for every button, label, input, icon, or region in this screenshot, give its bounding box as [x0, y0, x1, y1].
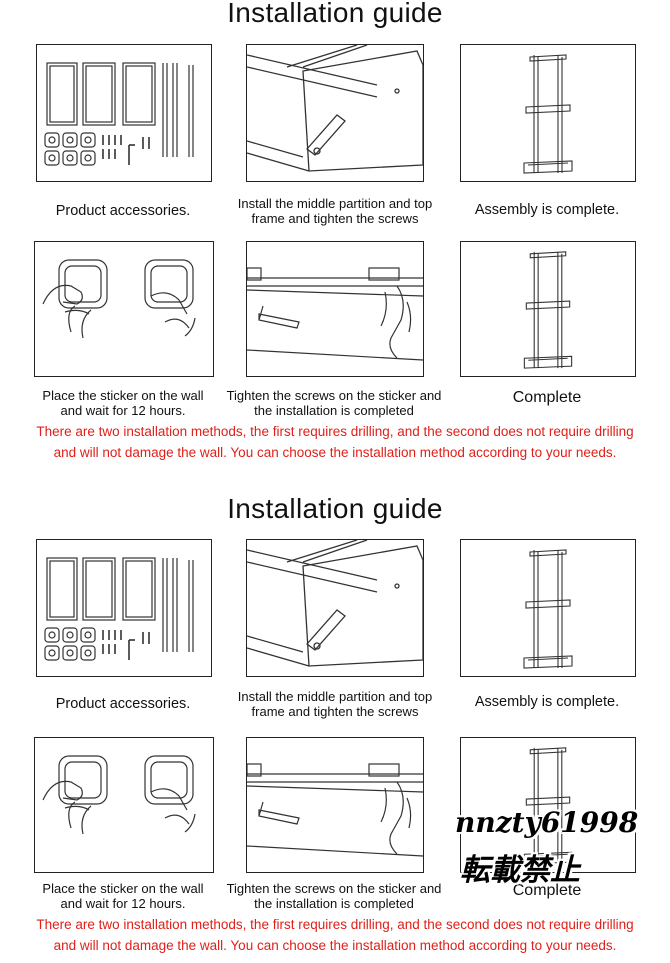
caption-complete: Complete: [512, 882, 582, 899]
note-line-1: There are two installation methods, the …: [36, 917, 634, 932]
accessories-illustration: [36, 539, 212, 677]
tighten-screws-illustration: [246, 241, 424, 377]
caption-assembly-complete: Assembly is complete.: [474, 694, 620, 710]
tighten-screws-illustration: [246, 737, 424, 873]
assembled-shelf-illustration: [460, 539, 636, 677]
watermark-no-reprint: 転載禁止: [460, 853, 580, 888]
caption-place-sticker: Place the sticker on the wall and wait f…: [42, 881, 204, 911]
sticker-illustration: [34, 241, 214, 377]
caption-install-partition: Install the middle partition and top fra…: [237, 196, 433, 226]
note-line-1: There are two installation methods, the …: [36, 424, 634, 439]
completed-shelf-illustration: [460, 737, 636, 873]
assembled-shelf-illustration: [460, 44, 636, 182]
caption-assembly-complete: Assembly is complete.: [474, 202, 620, 218]
caption-place-sticker: Place the sticker on the wall and wait f…: [42, 388, 204, 418]
note-line-2: and will not damage the wall. You can ch…: [53, 445, 617, 460]
watermark-id: nnzty61998: [455, 806, 639, 839]
caption-complete: Complete: [512, 389, 582, 406]
caption-product-accessories: Product accessories.: [55, 696, 191, 712]
caption-product-accessories: Product accessories.: [55, 203, 191, 219]
partition-illustration: [246, 539, 424, 677]
installation-guide-section-2: Installation guide Product accessories. …: [0, 493, 670, 963]
section-title: Installation guide: [227, 0, 443, 28]
caption-tighten-screws: Tighten the screws on the sticker and th…: [226, 388, 442, 418]
note-line-2: and will not damage the wall. You can ch…: [53, 938, 617, 953]
partition-illustration: [246, 44, 424, 182]
completed-shelf-illustration: [460, 241, 636, 377]
caption-tighten-screws: Tighten the screws on the sticker and th…: [226, 881, 442, 911]
caption-install-partition: Install the middle partition and top fra…: [237, 689, 433, 719]
installation-guide-section-1: Installation guide Product accessories. …: [0, 0, 670, 470]
section-title: Installation guide: [227, 493, 443, 524]
accessories-illustration: [36, 44, 212, 182]
sticker-illustration: [34, 737, 214, 873]
